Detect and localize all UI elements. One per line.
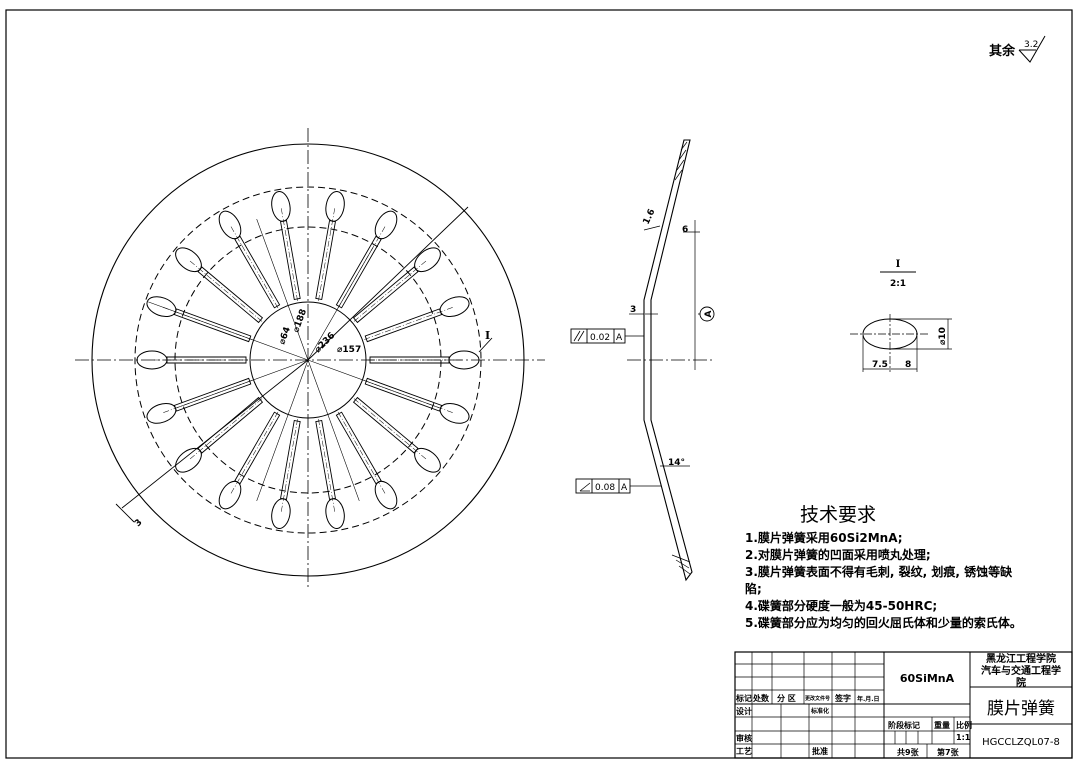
tb-fenqu: 分 区 bbox=[777, 693, 796, 703]
tb-gengai: 更改文件号 bbox=[805, 695, 830, 702]
surface-roughness-mark: 其余 3.2 bbox=[989, 35, 1046, 63]
dim-angle-14: 14° bbox=[668, 458, 685, 468]
requirements-title: 技术要求 bbox=[800, 504, 876, 526]
detail-name: I bbox=[896, 259, 901, 270]
requirement-2: 2.对膜片弹簧的凹面采用喷丸处理; bbox=[745, 547, 931, 562]
tb-biaoji: 标记 bbox=[735, 693, 752, 703]
datum-A: A bbox=[704, 310, 714, 317]
dim-d64: ⌀64 bbox=[277, 326, 293, 346]
tb-part-name: 膜片弹簧 bbox=[987, 699, 1055, 719]
tb-dept-line2: 院 bbox=[1016, 676, 1026, 689]
dim-d236: ⌀236 bbox=[313, 331, 337, 355]
detail-view: I 2:1 7.5 8 ⌀10 bbox=[850, 259, 952, 372]
dim-3: 3 bbox=[630, 305, 636, 315]
roughness-value: 3.2 bbox=[1024, 40, 1038, 50]
tb-jieduan: 阶段标记 bbox=[888, 720, 920, 730]
dim-6: 6 bbox=[682, 225, 688, 235]
detail-scale: 2:1 bbox=[890, 279, 906, 289]
finger-slot bbox=[352, 396, 441, 473]
tb-sheji: 设计 bbox=[736, 706, 752, 716]
dimension-rays bbox=[148, 218, 440, 502]
finger-slots bbox=[136, 191, 480, 529]
finger-slot bbox=[175, 247, 264, 324]
finger-slot bbox=[364, 296, 470, 343]
requirement-3-cont: 陷; bbox=[745, 581, 762, 596]
requirement-1: 1.膜片弹簧采用60Si2MnA; bbox=[745, 530, 903, 545]
detail-dim-d10: ⌀10 bbox=[938, 327, 948, 345]
finger-slot bbox=[175, 396, 264, 473]
dimension-ray bbox=[256, 218, 309, 361]
finger-slot bbox=[218, 210, 281, 309]
tb-riqi: 年.月.日 bbox=[857, 695, 880, 703]
technical-requirements: 技术要求 1.膜片弹簧采用60Si2MnA; 2.对膜片弹簧的凹面采用喷丸处理;… bbox=[745, 504, 1022, 630]
drawing-border bbox=[5, 9, 1073, 759]
tb-zhongliang: 重量 bbox=[934, 720, 950, 730]
title-block-text: 标记 处数 分 区 更改文件号 签字 年.月.日 设计 标准化 审核 工艺 批准… bbox=[735, 652, 1061, 757]
tb-shenhe: 审核 bbox=[736, 733, 752, 743]
tb-biaozhunhua: 标准化 bbox=[810, 707, 829, 715]
tb-dept-line1: 汽车与交通工程学 bbox=[981, 664, 1061, 677]
finger-slot bbox=[315, 419, 345, 529]
tb-total-sheets: 共9张 bbox=[897, 747, 920, 757]
flatness-datum: A bbox=[616, 333, 623, 343]
finger-slot bbox=[271, 419, 301, 529]
dim-thickness-1-6: 1.6 bbox=[642, 208, 658, 227]
dimension-ray bbox=[307, 359, 440, 409]
detail-dim-7-5: 7.5 bbox=[872, 360, 888, 370]
section-view: 1.6 6 3 14° A 0.02 A 0.08 A bbox=[570, 139, 715, 582]
requirement-4: 4.碟簧部分硬度一般为45-50HRC; bbox=[745, 598, 937, 613]
finger-slot bbox=[335, 411, 398, 510]
detail-ref-label: I bbox=[485, 329, 490, 342]
dimension-ray bbox=[307, 247, 374, 361]
finger-slot bbox=[315, 191, 345, 301]
tb-drawing-no: HGCCLZQL07-8 bbox=[982, 737, 1060, 748]
angularity-value: 0.08 bbox=[595, 483, 615, 493]
title-block bbox=[734, 651, 1073, 759]
dim-thickness: 3 bbox=[133, 518, 145, 530]
tb-bili: 比例 bbox=[956, 720, 972, 730]
dim-d157: ⌀157 bbox=[337, 345, 361, 355]
finger-slot bbox=[352, 247, 441, 324]
finger-slot bbox=[271, 191, 301, 301]
front-view: ⌀64 ⌀188 ⌀236 ⌀157 3 I bbox=[75, 128, 545, 590]
dimension-ray bbox=[176, 359, 309, 409]
tb-school: 黑龙江工程学院 bbox=[986, 652, 1056, 665]
tb-sheet-number: 第7张 bbox=[937, 747, 960, 757]
tb-material: 60SiMnA bbox=[900, 672, 955, 685]
roughness-label: 其余 bbox=[989, 43, 1016, 59]
tb-gongyi: 工艺 bbox=[736, 746, 752, 756]
dimension-ray bbox=[307, 359, 360, 502]
tb-scale-value: 1:1 bbox=[956, 733, 971, 742]
tb-pizhun: 批准 bbox=[812, 746, 828, 756]
dimension-ray bbox=[256, 359, 309, 502]
finger-slot bbox=[218, 411, 281, 510]
requirement-5: 5.碟簧部分应为均匀的回火屈氏体和少量的索氏体。 bbox=[745, 615, 1022, 630]
requirement-3: 3.膜片弹簧表面不得有毛刺, 裂纹, 划痕, 锈蚀等缺 bbox=[745, 564, 1013, 579]
dim-d188: ⌀188 bbox=[291, 308, 309, 334]
tb-qianzi: 签字 bbox=[834, 693, 851, 703]
angularity-datum: A bbox=[621, 483, 628, 493]
dimension-ray bbox=[148, 301, 309, 361]
detail-dim-8: 8 bbox=[905, 360, 911, 370]
tb-chushu: 处数 bbox=[752, 693, 770, 703]
flatness-value: 0.02 bbox=[590, 333, 610, 343]
